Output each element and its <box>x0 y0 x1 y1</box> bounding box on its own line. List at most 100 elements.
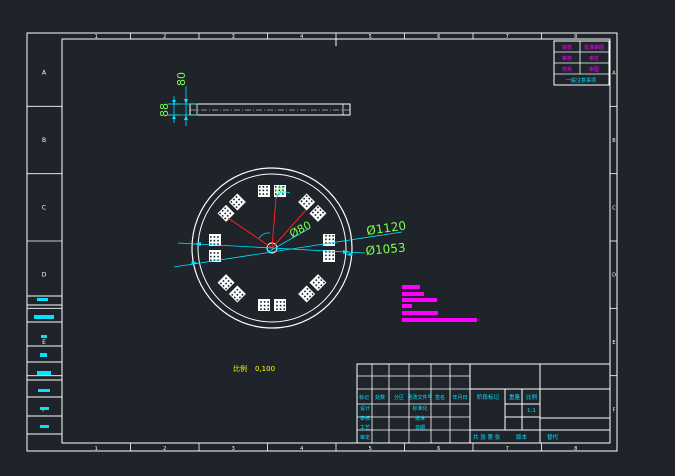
column-label-top: 8 <box>574 34 577 40</box>
perforation-hole <box>217 252 219 254</box>
phase-label: 阶段标记 <box>477 393 500 401</box>
perforation-hole <box>325 254 327 257</box>
perforation-hole <box>260 308 262 310</box>
title-middle-row: 标准化 <box>412 405 427 412</box>
revision-cell-1-0: 审核 <box>562 55 572 62</box>
replace-label: 替代 <box>547 433 559 441</box>
perforation-hole <box>308 290 312 293</box>
perforation-hole <box>227 279 230 283</box>
row-markers: AABBCCDDEEFF <box>27 70 617 413</box>
column-label-top: 3 <box>232 34 235 40</box>
revision-cell-1-1: 审定 <box>589 55 599 62</box>
side-view: 80 88 <box>158 72 351 126</box>
perforation-hole <box>283 304 285 307</box>
perforation-hole <box>332 254 334 257</box>
title-middle-row: 批准 <box>415 415 425 422</box>
row-label-right: D <box>612 273 616 279</box>
perforation-hole <box>217 239 219 242</box>
perforation-hole <box>308 202 311 205</box>
perforation-hole <box>224 212 227 215</box>
perforation-hole <box>325 258 327 260</box>
perforation-hole <box>262 193 265 195</box>
perforation-hole <box>276 304 278 307</box>
perforation-hole <box>275 189 277 192</box>
scale-value: 0,100 <box>255 365 275 373</box>
perforation-hole <box>325 251 327 253</box>
perforation-hole <box>282 189 284 192</box>
row-label-left: A <box>42 70 47 77</box>
outer-border <box>26 32 618 452</box>
perforation-hole <box>240 200 243 204</box>
perforation-hole <box>218 212 222 215</box>
row-label-right: E <box>612 340 615 346</box>
radial-line-right <box>271 209 307 249</box>
perforation-hole <box>267 304 269 307</box>
perforation-hole <box>210 255 212 258</box>
perforation-hole <box>230 200 233 204</box>
perforation-hole <box>278 186 281 188</box>
revision-cell-2-0: 校核 <box>562 66 572 73</box>
title-left-row: 审核 <box>360 415 370 422</box>
perforation-hole <box>315 284 318 287</box>
perforation-hole <box>259 193 261 195</box>
perforation-hole <box>314 213 317 217</box>
column-label-bottom: 4 <box>300 446 303 452</box>
column-label-top: 1 <box>95 34 98 40</box>
revision-cell-0-1: 批准审图 <box>584 44 604 51</box>
perforation-hole <box>210 236 212 238</box>
row-label-right: C <box>612 205 616 211</box>
column-label-bottom: 5 <box>369 446 372 452</box>
title-left-row: 工艺 <box>360 425 370 431</box>
perforation-hole <box>259 186 261 188</box>
magenta-legend-bars <box>402 285 477 322</box>
perforation-hole <box>210 239 212 242</box>
perforation-hole <box>332 238 334 241</box>
column-label-bottom: 3 <box>232 446 235 452</box>
sheet-value: 1:1 <box>527 408 536 414</box>
column-label-top: 2 <box>163 34 166 40</box>
perforation-hole <box>282 193 284 195</box>
outer-diameter-1053: Ø1053 <box>365 241 406 258</box>
perforation-hole <box>233 296 236 299</box>
title-left-row: 审定 <box>360 434 370 441</box>
column-label-bottom: 2 <box>163 446 166 452</box>
perforation-hole <box>213 236 216 238</box>
outer-circle <box>191 167 353 329</box>
column-label-top: 4 <box>300 34 303 40</box>
scale-label: 比例 <box>233 364 247 373</box>
inner-diameter-leader <box>267 227 311 253</box>
perforation-hole <box>213 239 216 242</box>
binding-strip <box>27 295 62 435</box>
perforation-hole <box>328 238 331 241</box>
inner-circle <box>197 173 347 323</box>
row-label-left: D <box>42 272 47 279</box>
perforation-hole <box>235 195 238 199</box>
perforation-hole <box>303 290 307 293</box>
hole-group <box>323 234 335 262</box>
perforation-hole <box>217 255 219 258</box>
perforation-hole <box>213 255 216 258</box>
perforation-hole <box>236 288 239 291</box>
radial-line-left <box>227 217 273 249</box>
hole-group <box>258 299 286 311</box>
perforation-hole <box>332 235 334 237</box>
column-label-bottom: 1 <box>95 446 98 452</box>
perforation-hole <box>283 301 285 303</box>
column-label-top: 5 <box>369 34 372 40</box>
binding-strip-fills <box>34 298 54 428</box>
perforation-hole <box>222 279 225 283</box>
perforation-hole <box>263 304 266 307</box>
perforation-hole <box>308 197 311 200</box>
perforation-hole <box>278 189 281 192</box>
perforation-hole <box>213 252 216 254</box>
dimension-thickness-left: 88 <box>158 103 171 117</box>
perforation-hole <box>275 193 277 195</box>
perforation-hole <box>328 235 331 237</box>
perforation-hole <box>217 243 219 245</box>
title-header-cell: 更改文件号 <box>407 394 432 401</box>
weight-label: 重量 <box>509 393 521 401</box>
title-block-grid: 标记处数分区更改文件号签名年月日设计审核工艺审定标准化批准日期 <box>357 364 470 443</box>
title-left-row: 设计 <box>360 405 370 412</box>
dimension-thickness-top: 80 <box>175 72 188 86</box>
